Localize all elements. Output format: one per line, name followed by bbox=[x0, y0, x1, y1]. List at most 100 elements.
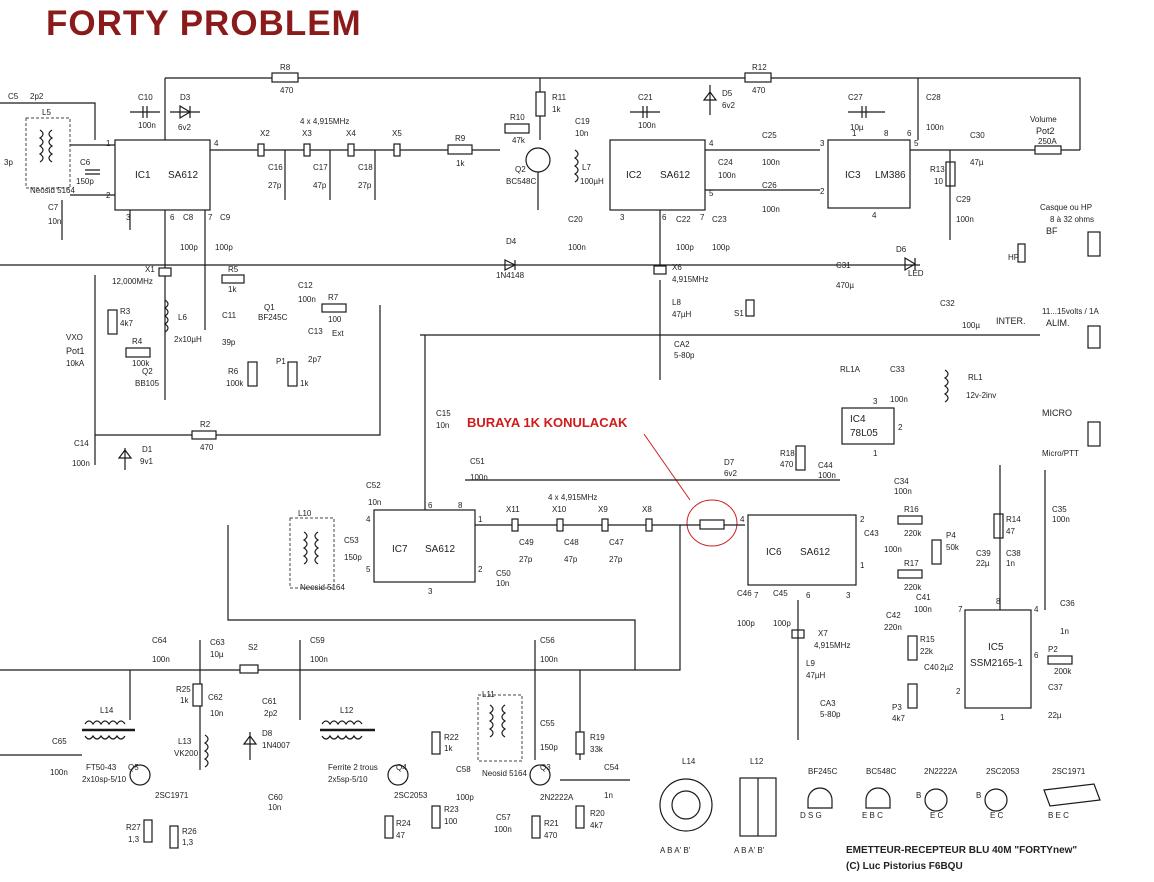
svg-text:L12: L12 bbox=[750, 757, 764, 766]
svg-text:100n: 100n bbox=[50, 768, 68, 777]
svg-text:C22: C22 bbox=[676, 215, 691, 224]
svg-text:100p: 100p bbox=[676, 243, 694, 252]
svg-text:10: 10 bbox=[934, 177, 943, 186]
svg-text:100n: 100n bbox=[884, 545, 902, 554]
svg-text:100n: 100n bbox=[890, 395, 908, 404]
svg-text:BF245C: BF245C bbox=[808, 767, 838, 776]
q2-bc548c: R11 1k R10 47k C19 10n Q2 BC548C L7 100µ… bbox=[504, 91, 604, 210]
svg-text:10µ: 10µ bbox=[210, 650, 224, 659]
svg-text:2: 2 bbox=[898, 423, 903, 432]
mid-signal-chain: C15 10n C51 100n C52 10n 4 x 4,915MHz X1… bbox=[366, 335, 840, 588]
svg-text:Micro/PTT: Micro/PTT bbox=[1042, 449, 1079, 458]
svg-text:RL1A: RL1A bbox=[840, 365, 861, 374]
svg-text:SA612: SA612 bbox=[168, 170, 198, 181]
svg-text:3: 3 bbox=[428, 587, 433, 596]
svg-text:1: 1 bbox=[1000, 713, 1005, 722]
svg-text:200k: 200k bbox=[1054, 667, 1072, 676]
r14-c35-c39-c38: R14 47 C35 100n C39 22µ C38 1n bbox=[976, 465, 1070, 610]
svg-text:X1: X1 bbox=[145, 265, 155, 274]
svg-text:2N2222A: 2N2222A bbox=[540, 793, 574, 802]
svg-text:1: 1 bbox=[478, 515, 483, 524]
svg-text:L12: L12 bbox=[340, 706, 354, 715]
svg-text:C59: C59 bbox=[310, 636, 325, 645]
svg-text:5: 5 bbox=[709, 189, 714, 198]
svg-text:4: 4 bbox=[740, 515, 745, 524]
svg-text:1n: 1n bbox=[604, 791, 613, 800]
svg-text:220k: 220k bbox=[904, 583, 922, 592]
l11-c55: L11 Neosid 5164 C55 150p bbox=[477, 690, 558, 778]
svg-text:100p: 100p bbox=[456, 793, 474, 802]
svg-text:R18: R18 bbox=[780, 449, 795, 458]
svg-text:4k7: 4k7 bbox=[120, 319, 133, 328]
svg-text:100k: 100k bbox=[132, 359, 150, 368]
toroid-l14-drawing: L14 A B A' B' bbox=[659, 757, 713, 855]
svg-text:100n: 100n bbox=[298, 295, 316, 304]
switch-s1: S1 bbox=[734, 299, 755, 318]
svg-text:VXO: VXO bbox=[66, 333, 83, 342]
svg-text:L9: L9 bbox=[806, 659, 815, 668]
svg-text:6: 6 bbox=[170, 213, 175, 222]
svg-text:VK200: VK200 bbox=[174, 749, 199, 758]
svg-text:IC4: IC4 bbox=[850, 414, 866, 425]
svg-text:P1: P1 bbox=[276, 357, 286, 366]
svg-text:4k7: 4k7 bbox=[590, 821, 603, 830]
svg-text:Q2: Q2 bbox=[142, 367, 153, 376]
svg-text:6: 6 bbox=[907, 129, 912, 138]
svg-text:Q2: Q2 bbox=[515, 165, 526, 174]
svg-text:10n: 10n bbox=[368, 498, 381, 507]
svg-text:27p: 27p bbox=[519, 555, 533, 564]
svg-text:1: 1 bbox=[852, 129, 857, 138]
svg-text:2SC1971: 2SC1971 bbox=[155, 791, 189, 800]
svg-text:R11: R11 bbox=[552, 93, 567, 102]
svg-text:E C: E C bbox=[990, 811, 1004, 820]
svg-text:100n: 100n bbox=[1052, 515, 1070, 524]
r16-r17-p4-c43: R16 220k R17 220k P4 50k C43 100n bbox=[864, 505, 960, 592]
svg-text:D S G: D S G bbox=[800, 811, 822, 820]
svg-text:C46: C46 bbox=[737, 589, 752, 598]
capacitor-c21: C21 100n bbox=[630, 93, 660, 130]
headphone-jack-bf: Casque ou HP 8 à 32 ohms BF HP bbox=[1008, 203, 1101, 263]
svg-text:100n: 100n bbox=[72, 459, 90, 468]
svg-text:S1: S1 bbox=[734, 309, 744, 318]
svg-text:50k: 50k bbox=[946, 543, 960, 552]
svg-text:4: 4 bbox=[214, 139, 219, 148]
svg-text:C45: C45 bbox=[773, 589, 788, 598]
svg-text:C15: C15 bbox=[436, 409, 451, 418]
svg-text:Neosid 5164: Neosid 5164 bbox=[300, 583, 345, 592]
svg-text:R12: R12 bbox=[752, 63, 767, 72]
svg-text:C38: C38 bbox=[1006, 549, 1021, 558]
svg-text:L8: L8 bbox=[672, 298, 681, 307]
svg-text:IC1: IC1 bbox=[135, 170, 151, 181]
svg-text:100n: 100n bbox=[894, 487, 912, 496]
svg-text:C19: C19 bbox=[575, 117, 590, 126]
svg-text:HP: HP bbox=[1008, 253, 1019, 262]
svg-text:B: B bbox=[976, 791, 981, 800]
svg-text:1k: 1k bbox=[552, 105, 561, 114]
svg-text:1k: 1k bbox=[456, 159, 465, 168]
svg-text:1k: 1k bbox=[228, 285, 237, 294]
svg-text:C28: C28 bbox=[926, 93, 941, 102]
svg-text:100n: 100n bbox=[494, 825, 512, 834]
svg-text:E C: E C bbox=[930, 811, 944, 820]
svg-text:X3: X3 bbox=[302, 129, 312, 138]
svg-text:C25: C25 bbox=[762, 131, 777, 140]
svg-text:CA3: CA3 bbox=[820, 699, 836, 708]
svg-text:470: 470 bbox=[200, 443, 214, 452]
ic3-lm386: IC3 LM386 3 2 5 8 6 1 4 bbox=[820, 129, 919, 220]
resistor-r8: R8 470 bbox=[271, 63, 299, 95]
page-title: FORTY PROBLEM bbox=[46, 4, 362, 43]
svg-text:IC3: IC3 bbox=[845, 170, 861, 181]
svg-text:FT50-43: FT50-43 bbox=[86, 763, 117, 772]
svg-text:8: 8 bbox=[996, 597, 1001, 606]
svg-text:100n: 100n bbox=[310, 655, 328, 664]
svg-text:12,000MHz: 12,000MHz bbox=[112, 277, 153, 286]
svg-text:3: 3 bbox=[126, 213, 131, 222]
svg-text:100n: 100n bbox=[818, 471, 836, 480]
svg-text:C29: C29 bbox=[956, 195, 971, 204]
svg-text:C39: C39 bbox=[976, 549, 991, 558]
svg-text:4k7: 4k7 bbox=[892, 714, 905, 723]
svg-text:MICRO: MICRO bbox=[1042, 408, 1072, 418]
svg-text:D6: D6 bbox=[896, 245, 907, 254]
svg-text:IC2: IC2 bbox=[626, 170, 642, 181]
proposed-resistor-1k bbox=[699, 519, 725, 530]
